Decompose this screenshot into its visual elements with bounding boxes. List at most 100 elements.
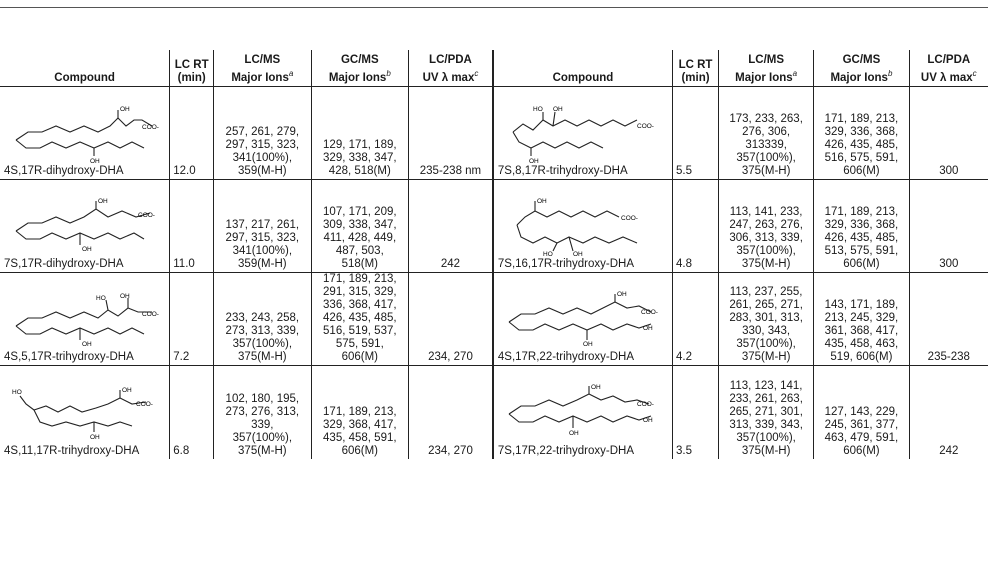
table-row: HO OH OH COO- 4S,11,17R-trihydroxy-DHA 6… [0,365,988,460]
chemical-structure-icon: OH OH COO- OH [508,384,654,437]
svg-text:COO-: COO- [138,212,155,219]
compound-name: 4S,17R,22-trihydroxy-DHA [497,351,635,363]
header-lcms-right: LC/MS Major Ionsa [717,50,814,87]
gcms-ions: 171, 189, 213, 291, 315, 329, 336, 368, … [310,272,409,366]
svg-text:HO: HO [543,251,553,257]
svg-text:OH: OH [573,251,583,257]
svg-text:OH: OH [82,341,92,348]
top-rule [0,7,988,8]
svg-text:COO-: COO- [142,311,159,318]
chemical-structure-icon: OH OH COO- [15,198,155,253]
lc-rt: 5.5 [672,86,719,180]
header-gcms-left: GC/MS Major Ionsb [310,50,409,87]
svg-text:OH: OH [98,198,108,205]
compound-cell: HO OH OH COO- 4S,5,17R-trihydroxy-DHA [0,272,170,366]
header-compound-left: Compound [0,50,170,87]
svg-text:COO-: COO- [637,401,654,408]
compound-cell: HO OH OH COO- 4S,11,17R-trihydroxy-DHA [0,366,170,460]
uv-max: 234, 270 [408,272,493,366]
svg-text:OH: OH [90,158,100,164]
lc-rt: 6.8 [169,365,214,459]
lcms-ions: 113, 141, 233, 247, 263, 276, 306, 313, … [717,179,814,273]
svg-text:OH: OH [617,291,627,298]
chemical-structure-icon: OH OH COO- OH [508,291,658,348]
lc-rt: 11.0 [169,179,214,273]
compound-cell: OH OH COO- OH 7S,17R,22-trihydroxy-DHA [491,365,673,459]
svg-text:OH: OH [643,417,653,424]
header-rt-left: LC RT (min) [169,50,214,87]
header-uv-right: LC/PDA UV λ maxc [908,50,988,87]
header-gcms-right: GC/MS Major Ionsb [813,50,910,87]
lcms-ions: 173, 233, 263, 276, 306, 313339, 357(100… [717,86,814,180]
chemical-structure-icon: OH OH COO- [15,106,159,164]
uv-max: 235-238 [908,272,988,366]
chemical-structure-icon: HO OH OH COO- [512,106,654,164]
svg-text:OH: OH [529,158,539,164]
compound-cell: HO OH OH COO- 7S,8,17R-trihydroxy-DHA [491,86,673,180]
uv-max: 300 [908,86,988,180]
gcms-ions: 171, 189, 213, 329, 336, 368, 426, 435, … [813,86,910,180]
svg-text:OH: OH [90,434,100,441]
svg-text:OH: OH [583,341,593,348]
lcms-ions: 233, 243, 258, 273, 313, 339, 357(100%),… [213,272,312,366]
compound-name: 7S,16,17R-trihydroxy-DHA [497,258,635,270]
svg-text:OH: OH [120,106,130,113]
header-uv-left: LC/PDA UV λ maxc [408,50,493,87]
svg-text:COO-: COO- [641,309,658,316]
lc-rt: 12.0 [169,86,214,180]
compound-cell: OH HO OH COO- 7S,16,17R-trihydroxy-DHA [491,179,673,273]
header-lcms-left: LC/MS Major Ionsa [213,50,312,87]
gcms-ions: 171, 189, 213, 329, 336, 368, 426, 435, … [813,179,910,273]
compound-name: 7S,17R,22-trihydroxy-DHA [497,445,635,457]
gcms-ions: 171, 189, 213, 329, 368, 417, 435, 458, … [310,365,409,459]
gcms-ions: 143, 171, 189, 213, 245, 329, 361, 368, … [813,272,910,366]
lcms-ions: 102, 180, 195, 273, 276, 313, 339, 357(1… [213,365,312,459]
lc-rt: 3.5 [672,365,719,459]
lcms-ions: 257, 261, 279, 297, 315, 323, 341(100%),… [213,86,312,180]
lc-rt: 4.2 [672,272,719,366]
uv-max: 235-238 nm [408,86,493,180]
svg-text:HO: HO [533,106,543,113]
compound-cell: OH OH COO- 4S,17R-dihydroxy-DHA [0,86,170,180]
compound-cell: OH OH COO- OH 4S,17R,22-trihydroxy-DHA [491,272,673,366]
uv-max: 300 [908,179,988,273]
compound-table: Compound LC RT (min) LC/MS Major Ionsa G… [0,50,988,459]
svg-text:OH: OH [537,198,547,205]
gcms-ions: 107, 171, 209, 309, 338, 347, 411, 428, … [310,179,409,273]
lcms-ions: 113, 123, 141, 233, 261, 263, 265, 271, … [717,365,814,459]
svg-text:OH: OH [569,430,579,437]
chemical-structure-icon: OH HO OH COO- [516,198,638,257]
svg-text:HO: HO [96,295,106,302]
compound-cell: OH OH COO- 7S,17R-dihydroxy-DHA [0,179,170,273]
compound-name: 4S,17R-dihydroxy-DHA [4,165,124,177]
gcms-ions: 129, 171, 189, 329, 338, 347, 428, 518(M… [310,86,409,180]
svg-text:COO-: COO- [142,124,159,131]
header-compound-right: Compound [491,50,673,87]
compound-name: 4S,11,17R-trihydroxy-DHA [4,445,140,457]
uv-max: 242 [908,365,988,459]
compound-name: 7S,8,17R-trihydroxy-DHA [497,165,628,177]
svg-text:COO-: COO- [136,401,153,408]
table-row: OH OH COO- 7S,17R-dihydroxy-DHA 11.0 137… [0,179,988,273]
compound-name: 7S,17R-dihydroxy-DHA [4,258,124,270]
svg-text:OH: OH [122,387,132,394]
header-row: Compound LC RT (min) LC/MS Major Ionsa G… [0,50,988,87]
uv-max: 242 [408,179,493,273]
gcms-ions: 127, 143, 229, 245, 361, 377, 463, 479, … [813,365,910,459]
lc-rt: 7.2 [169,272,214,366]
uv-max: 234, 270 [408,365,493,459]
svg-text:COO-: COO- [621,215,638,222]
svg-text:OH: OH [553,106,563,113]
header-rt-right: LC RT (min) [672,50,719,87]
svg-text:HO: HO [12,389,22,396]
svg-text:OH: OH [82,246,92,253]
table-row: HO OH OH COO- 4S,5,17R-trihydroxy-DHA 7.… [0,272,988,366]
lcms-ions: 137, 217, 261, 297, 315, 323, 341(100%),… [213,179,312,273]
svg-text:OH: OH [643,325,653,332]
lc-rt: 4.8 [672,179,719,273]
svg-text:OH: OH [120,293,130,300]
compound-name: 4S,5,17R-trihydroxy-DHA [4,351,134,363]
lcms-ions: 113, 237, 255, 261, 265, 271, 283, 301, … [717,272,814,366]
svg-text:COO-: COO- [637,123,654,130]
chemical-structure-icon: HO OH OH COO- [15,293,159,348]
